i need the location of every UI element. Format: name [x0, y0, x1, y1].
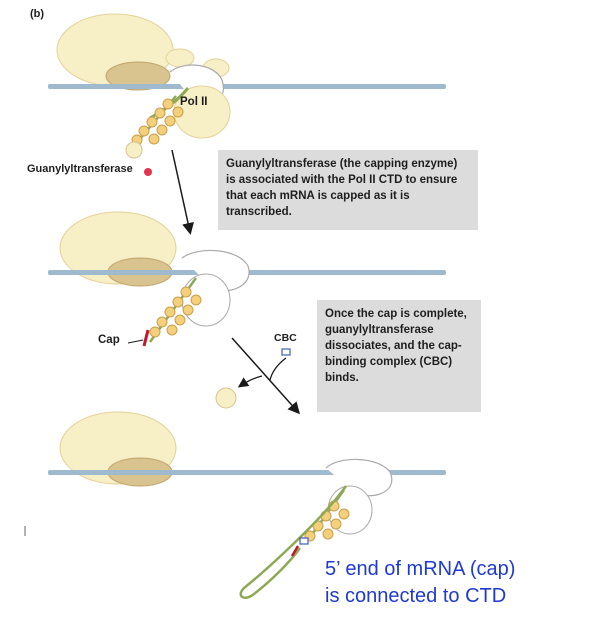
pol2-core — [105, 61, 171, 91]
caption-line-2: is connected to CTD — [325, 585, 507, 607]
caption-line-1: 5’ end of mRNA (cap) — [325, 558, 516, 580]
cap-red-dot — [144, 168, 152, 176]
cbc-binding-arrow — [269, 357, 287, 381]
cbc-bound-icon — [299, 537, 309, 545]
cap-mark — [142, 329, 150, 347]
flow-arrow-1 — [171, 149, 194, 235]
cbc-label: CBC — [274, 332, 297, 344]
mrna-loop — [239, 485, 348, 599]
pol2-body-outline — [181, 273, 231, 327]
released-guanylyltransferase — [215, 387, 237, 409]
pol2-clamp — [325, 458, 393, 497]
guanylyltransferase-enzyme — [125, 141, 143, 159]
panel-label: (b) — [30, 8, 45, 20]
pol2-small-subunit — [165, 48, 195, 68]
cap-label: Cap — [98, 334, 120, 346]
cap-mark — [290, 545, 300, 557]
cap-leader-line — [127, 339, 144, 344]
pol2-clamp — [181, 249, 250, 292]
stage-1-pol2-with-capping-enzyme — [48, 13, 446, 235]
flow-arrow-2 — [231, 337, 300, 415]
dna-duplex — [48, 84, 446, 89]
note-capping-enzyme: Guanylyltransferase (the capping enzyme)… — [218, 150, 478, 230]
ctd-beads — [149, 286, 202, 338]
note-cbc-binding: Once the cap is complete, guanylyltransf… — [317, 300, 481, 412]
guanylyltransferase-label: Guanylyltransferase — [27, 163, 133, 175]
stage-3-cbc-bound — [48, 411, 446, 599]
cbc-icon — [281, 348, 291, 356]
pol2-label: Pol II — [180, 96, 208, 108]
caption: 5’ end of mRNA (cap) is connected to CTD — [325, 556, 515, 610]
dissociation-arrows — [231, 337, 300, 415]
stage-2-cap-complete — [48, 211, 446, 415]
enzyme-release-arrow — [237, 375, 263, 388]
